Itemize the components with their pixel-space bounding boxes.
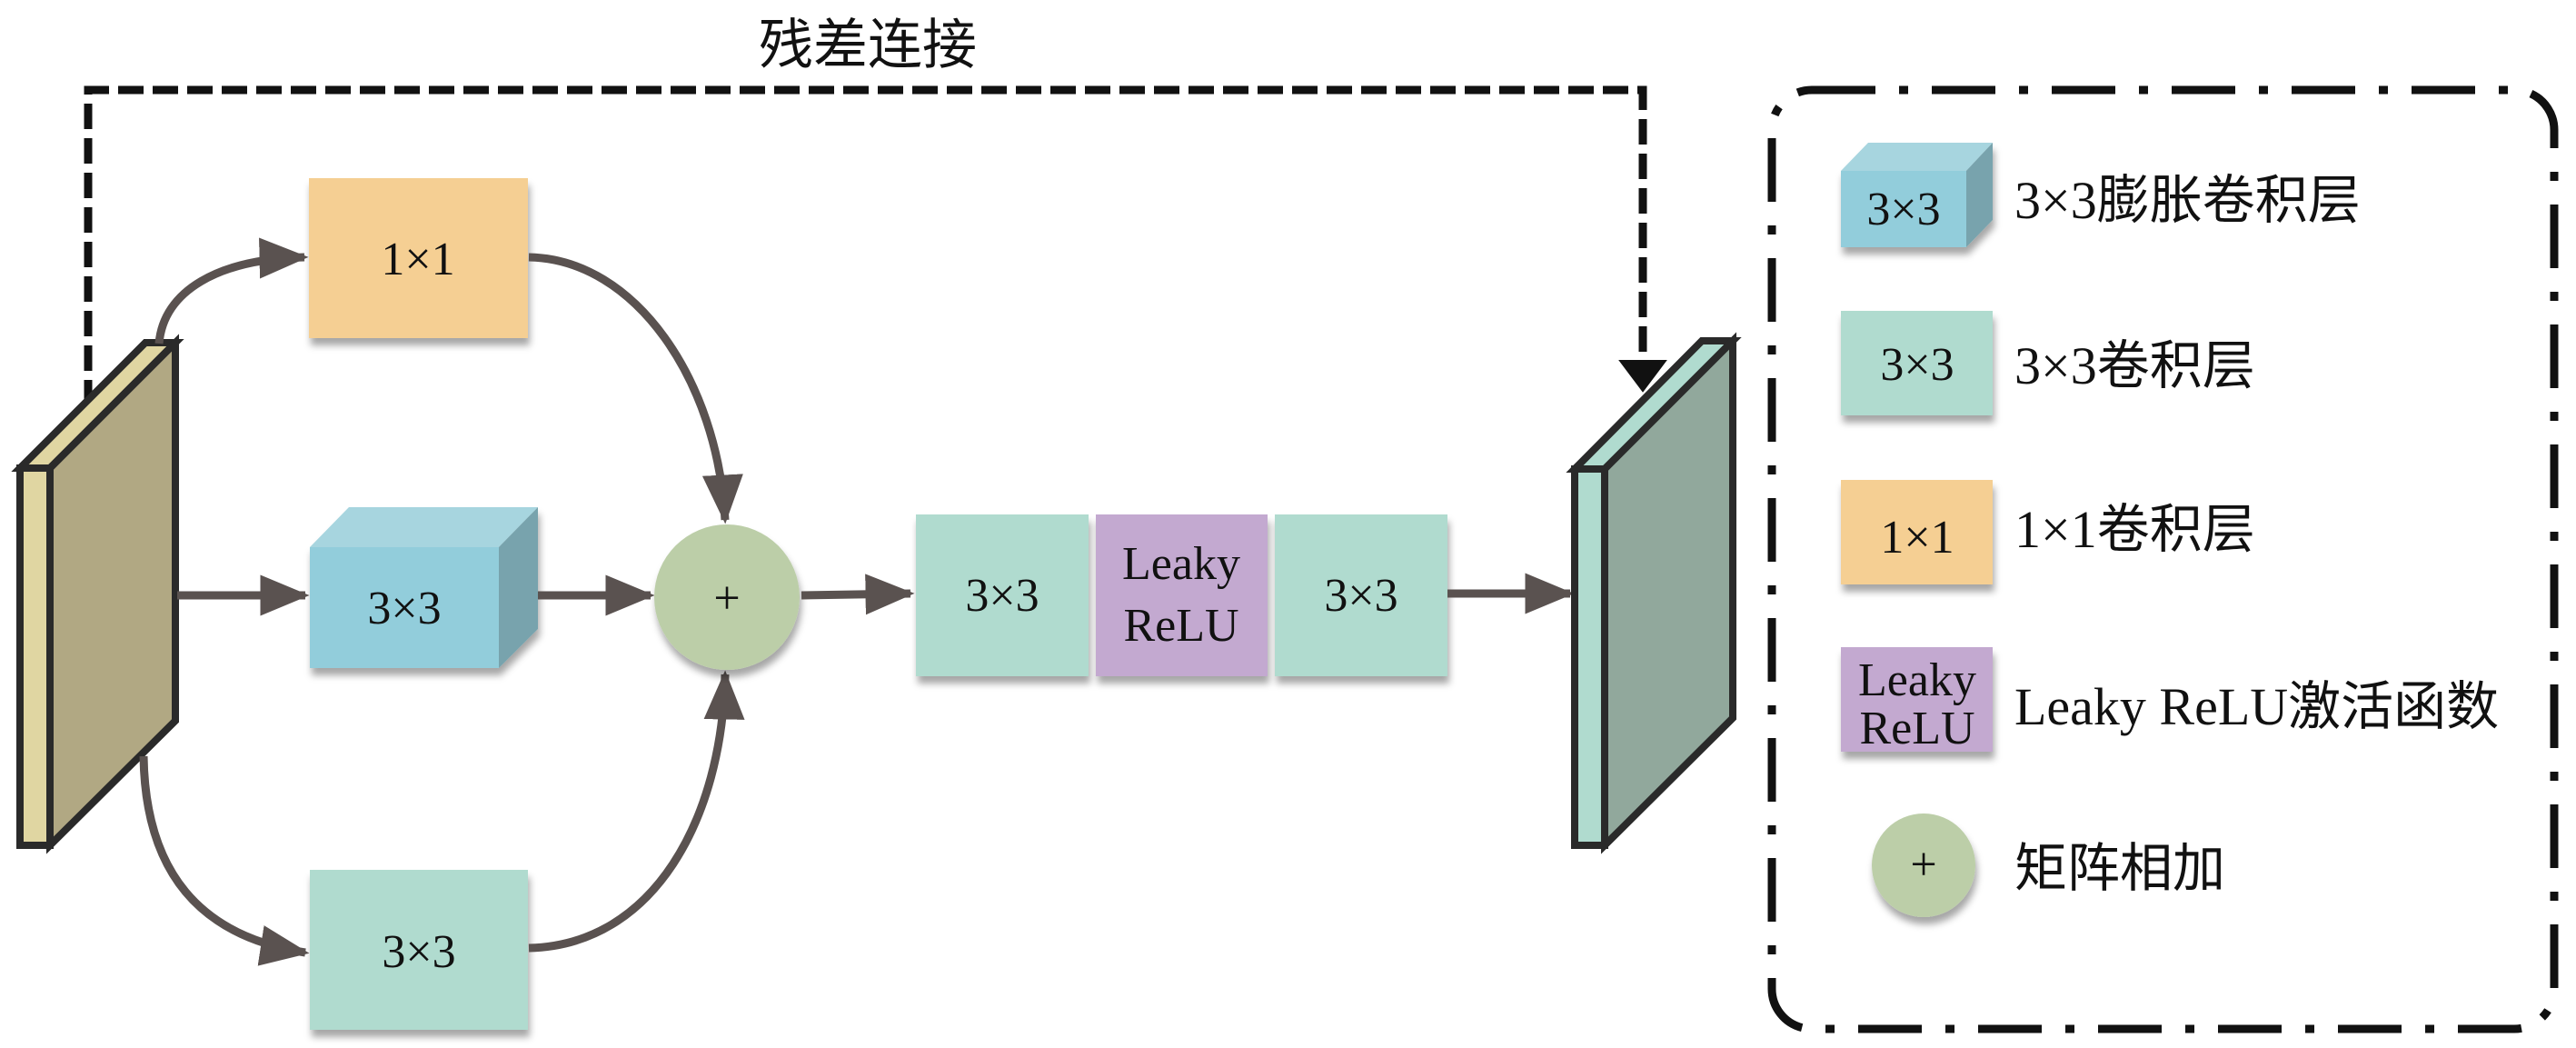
branch-1x1-box (309, 178, 528, 338)
input-map-front-face (16, 464, 54, 849)
dilated-cube-top (310, 507, 538, 547)
matrix-add-symbol: + (713, 573, 740, 624)
legend-dilated-cube-top (1841, 143, 1993, 171)
arrow-bottom-3x3-to-add (528, 670, 745, 953)
chain-conv3x3-second-label: 3×3 (1324, 570, 1397, 622)
legend-item-matrix-add: + 矩阵相加 (1872, 813, 2225, 917)
legend-border (1767, 85, 2559, 1033)
conv-chain (916, 514, 1447, 676)
legend-dilated-icon-label: 3×3 (1866, 184, 1940, 235)
legend-leaky-icon-label-line1: Leaky (1858, 654, 1976, 706)
branch-1x1-label: 1×1 (381, 234, 454, 285)
legend-add-icon (1872, 813, 1975, 917)
legend-conv1x1-text: 1×1卷积层 (2014, 500, 2255, 559)
legend-conv1x1-icon (1841, 480, 1993, 584)
dilated-cube-side (499, 507, 538, 668)
legend-item-conv3x3: 3×3 3×3卷积层 (1841, 311, 2255, 415)
legend-leaky-text: Leaky ReLU激活函数 (2014, 677, 2499, 736)
output-feature-map (1566, 332, 1742, 854)
legend-add-text: 矩阵相加 (2014, 839, 2225, 898)
legend-item-dilated-conv: 3×3 3×3膨胀卷积层 (1841, 143, 2361, 247)
input-feature-map (11, 334, 184, 854)
output-map-front-face (1571, 465, 1608, 849)
branch-dilated-conv (310, 507, 538, 668)
legend-leaky-icon (1841, 647, 1993, 752)
legend-dilated-text: 3×3膨胀卷积层 (2014, 171, 2361, 230)
chain-leaky-relu-label-line2: ReLU (1123, 600, 1238, 652)
chain-conv3x3-second (1275, 514, 1447, 676)
legend-conv3x3-icon (1841, 311, 1993, 415)
chain-conv3x3-first-label: 3×3 (965, 570, 1039, 622)
arrow-input-to-bottom-3x3 (139, 755, 310, 966)
legend: 3×3 3×3膨胀卷积层 3×3 3×3卷积层 1×1 1×1卷积层 Leaky… (1767, 85, 2559, 1033)
legend-add-icon-label: + (1910, 839, 1936, 891)
branch-dilated-label: 3×3 (367, 583, 441, 634)
residual-connection-line (84, 85, 1667, 405)
branch-1x1-conv (309, 178, 528, 338)
chain-conv3x3-first (916, 514, 1089, 676)
matrix-add-node (654, 524, 800, 670)
chain-leaky-relu-label-line1: Leaky (1122, 538, 1240, 590)
legend-conv3x3-icon-label: 3×3 (1880, 339, 1954, 391)
branch-3x3-label: 3×3 (382, 926, 455, 978)
branch-3x3-box (310, 870, 528, 1030)
matrix-add-circle (654, 524, 800, 670)
arrow-add-to-chain (801, 574, 915, 615)
legend-dilated-cube-side (1966, 143, 1993, 247)
legend-item-leaky-relu: Leaky ReLU Leaky ReLU激活函数 (1841, 647, 2499, 754)
legend-item-conv1x1: 1×1 1×1卷积层 (1841, 480, 2255, 584)
branch-3x3-conv (310, 870, 528, 1030)
chain-leaky-relu (1096, 514, 1268, 676)
residual-connection-title: 残差连接 (759, 15, 977, 75)
legend-conv1x1-icon-label: 1×1 (1880, 512, 1954, 564)
legend-conv3x3-text: 3×3卷积层 (2014, 336, 2255, 395)
arrow-input-to-1x1 (154, 237, 309, 344)
arrow-1x1-to-add (528, 253, 743, 524)
legend-leaky-icon-label-line2: ReLU (1859, 703, 1974, 754)
dilated-cube-front (310, 547, 499, 668)
legend-dilated-cube-front (1841, 171, 1966, 247)
